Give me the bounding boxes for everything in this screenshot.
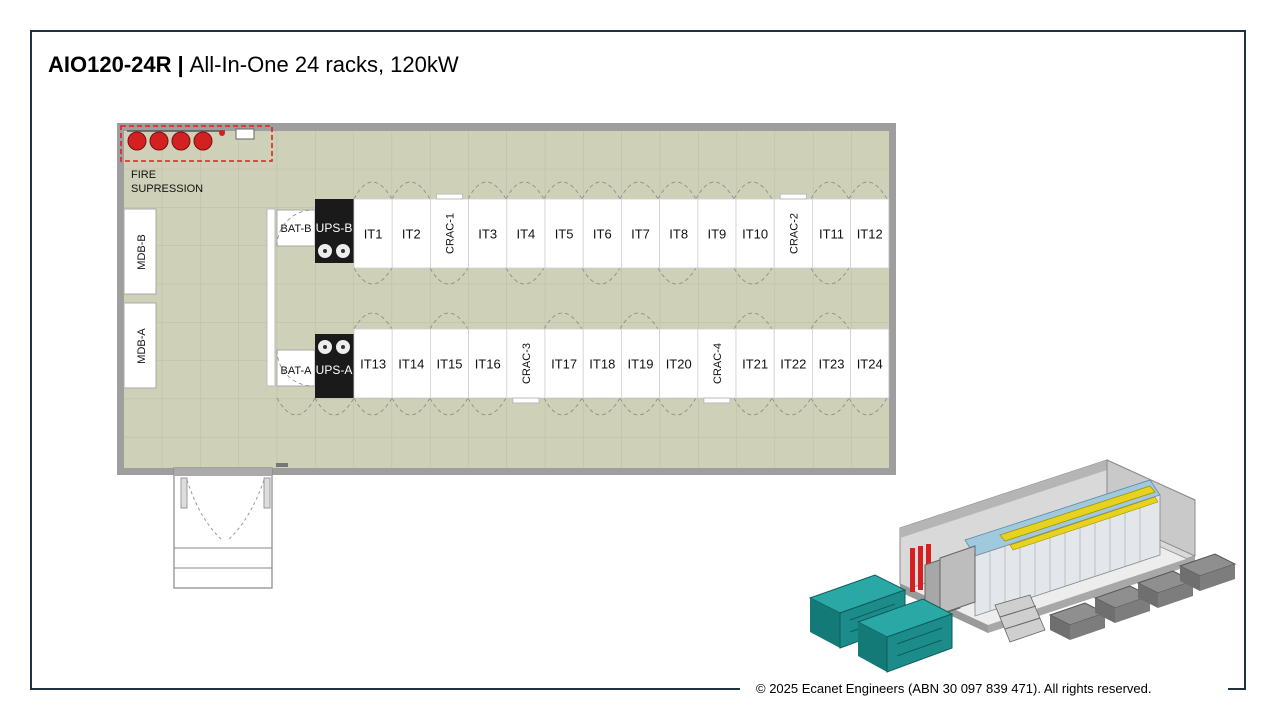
- rack-label-it21: IT21: [742, 357, 768, 372]
- crac-grille: [512, 397, 540, 404]
- crac-label-crac-1: CRAC-1: [445, 213, 457, 254]
- crac-label-crac-4: CRAC-4: [712, 343, 724, 384]
- rack-it4: [506, 198, 546, 269]
- title-separator: |: [177, 52, 184, 77]
- rack-it2: [391, 198, 431, 269]
- rack-label-it14: IT14: [398, 357, 424, 372]
- rack-it21: [735, 328, 775, 399]
- rack-label-it11: IT11: [819, 227, 844, 242]
- rack-label-it9: IT9: [708, 227, 727, 242]
- entry-canopy: [173, 463, 288, 589]
- rack-it23: [812, 328, 852, 399]
- rack-label-it2: IT2: [402, 227, 421, 242]
- rack-label-it23: IT23: [818, 357, 844, 372]
- rack-it11: [812, 198, 852, 269]
- door-swings: [276, 181, 888, 416]
- rack-it15: [429, 328, 469, 399]
- cable-tray: [266, 208, 276, 387]
- crac-label-crac-3: CRAC-3: [521, 343, 533, 384]
- rack-label-it20: IT20: [666, 357, 692, 372]
- rack-it12: [850, 198, 890, 269]
- crac-unit-crac-2: [773, 198, 813, 269]
- rack-label-it10: IT10: [742, 227, 768, 242]
- rack-it16: [468, 328, 508, 399]
- fire-cylinder-icon: [127, 130, 225, 151]
- bat-b-cabinet: [276, 209, 316, 247]
- rack-label-it4: IT4: [517, 227, 536, 242]
- mdb-b-cabinet: [123, 208, 157, 295]
- mdb-b-label: MDB-B: [136, 234, 148, 269]
- bat-a-cabinet: [276, 349, 316, 387]
- condenser-icon: [1136, 570, 1195, 608]
- rack-label-it7: IT7: [631, 227, 650, 242]
- fire-suppression-zone: FIRE SUPRESSION: [120, 125, 273, 195]
- rack-label-it8: IT8: [669, 227, 688, 242]
- condenser-icon: [1178, 553, 1237, 591]
- rack-label-it24: IT24: [857, 357, 883, 372]
- rack-label-it6: IT6: [593, 227, 612, 242]
- fire-label-2: SUPRESSION: [131, 183, 203, 195]
- rack-it17: [544, 328, 584, 399]
- fire-label-1: FIRE: [131, 169, 156, 181]
- rack-label-it18: IT18: [589, 357, 615, 372]
- mdb-a-label: MDB-A: [136, 328, 148, 364]
- rack-label-it12: IT12: [857, 227, 883, 242]
- rack-it7: [621, 198, 661, 269]
- rack-label-it3: IT3: [478, 227, 497, 242]
- rack-it18: [582, 328, 622, 399]
- crac-grille: [703, 397, 731, 404]
- crac-unit-crac-3: [506, 328, 546, 399]
- ups-b-label: UPS-B: [316, 221, 353, 235]
- control-panel: [235, 128, 255, 140]
- rack-it3: [468, 198, 508, 269]
- model-description: All-In-One 24 racks, 120kW: [189, 52, 459, 77]
- rack-it5: [544, 198, 584, 269]
- floor: [124, 131, 889, 468]
- bat-b-label: BAT-B: [281, 223, 312, 235]
- rack-label-it13: IT13: [360, 357, 386, 372]
- rack-it19: [621, 328, 661, 399]
- divider-line-right: [1228, 688, 1246, 690]
- rack-it20: [659, 328, 699, 399]
- generator-icon: [856, 598, 954, 673]
- copyright-notice: © 2025 Ecanet Engineers (ABN 30 097 839 …: [756, 681, 1152, 696]
- fan-icon: [318, 340, 350, 354]
- ups-a-label: UPS-A: [316, 363, 353, 377]
- isometric-render: [808, 459, 1237, 673]
- crac-grille: [435, 193, 464, 200]
- crac-grille: [779, 193, 807, 200]
- rack-it6: [582, 198, 622, 269]
- page-title: AIO120-24R|All-In-One 24 racks, 120kW: [48, 52, 459, 78]
- slide-frame: [30, 30, 1246, 689]
- bat-a-label: BAT-A: [281, 365, 313, 377]
- exit-marker: [276, 463, 288, 467]
- rack-label-it19: IT19: [627, 357, 653, 372]
- rack-label-it1: IT1: [364, 227, 383, 242]
- divider-line: [30, 688, 740, 690]
- crac-label-crac-2: CRAC-2: [788, 213, 800, 254]
- rack-label-it17: IT17: [551, 357, 577, 372]
- rack-it24: [850, 328, 890, 399]
- crac-unit-crac-4: [697, 328, 737, 399]
- model-code: AIO120-24R: [48, 52, 172, 77]
- rack-label-it22: IT22: [780, 357, 806, 372]
- condenser-icon: [1048, 602, 1107, 640]
- rack-label-it16: IT16: [475, 357, 501, 372]
- rack-it22: [773, 328, 813, 399]
- rack-label-it5: IT5: [555, 227, 574, 242]
- rack-it9: [697, 198, 737, 269]
- rack-it14: [391, 328, 431, 399]
- rack-it13: [353, 328, 393, 399]
- mdb-a-cabinet: [123, 302, 157, 389]
- crac-unit-crac-1: [429, 198, 469, 269]
- rack-label-it15: IT15: [436, 357, 462, 372]
- rack-it1: [353, 198, 393, 269]
- rack-it8: [659, 198, 699, 269]
- fan-icon: [318, 244, 350, 258]
